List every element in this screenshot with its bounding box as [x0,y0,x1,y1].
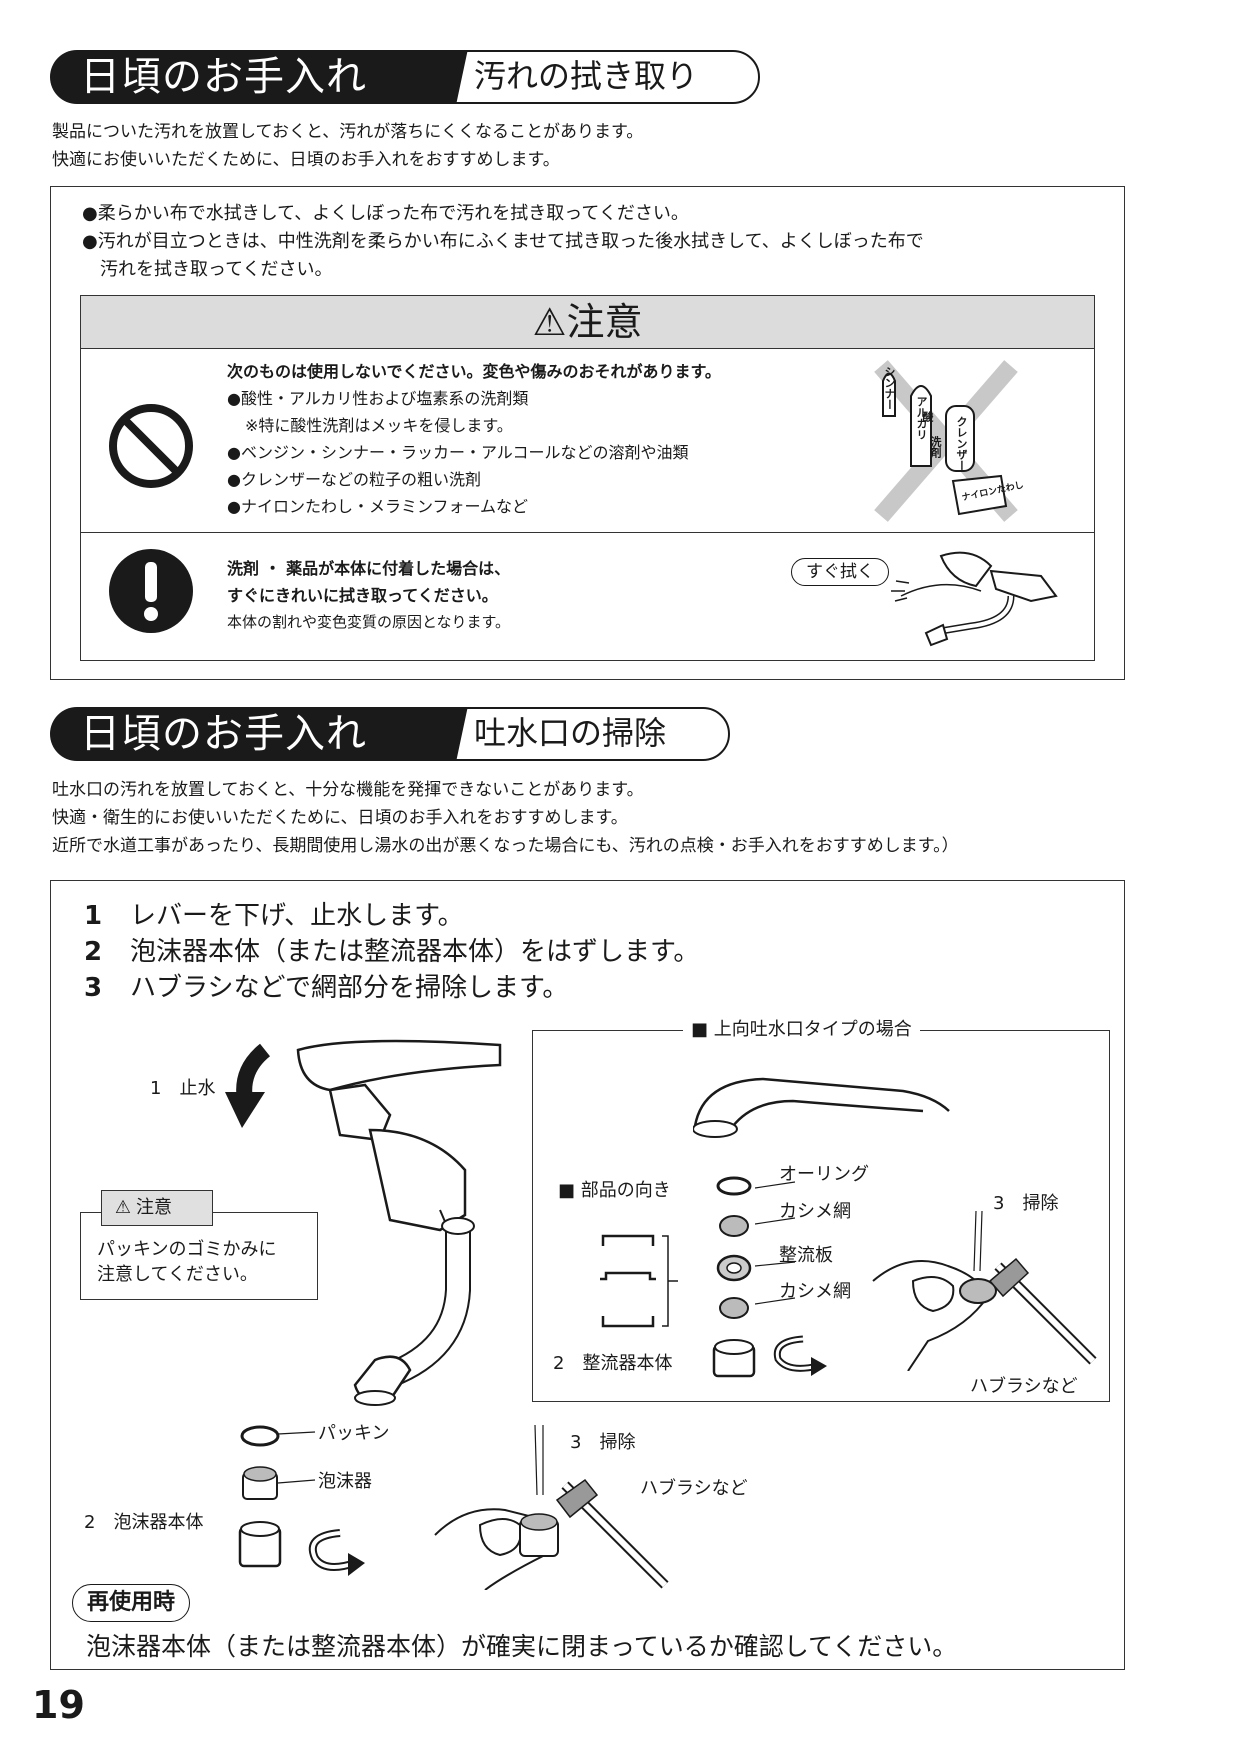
clean-label: 3 掃除 [570,1432,636,1453]
aerator-body-label: 2 泡沫器本体 [84,1512,204,1533]
section2-title: 日頃のお手入れ [50,707,462,761]
upward-spout-illustration [693,1077,950,1138]
packing-caution-tag: ⚠注意 [101,1190,213,1226]
step-2: 2 泡沫器本体（または整流器本体）をはずします。 [84,934,699,970]
caution-line: パッキンのゴミかみに [97,1239,277,1260]
step-3: 3 ハブラシなどで網部分を掃除します。 [84,970,568,1006]
section1-header: 日頃のお手入れ 汚れの拭き取り [50,50,760,104]
rectifier-parts-illustration [712,1176,756,1378]
warning-triangle-icon: ⚠ [114,1197,132,1218]
cleanser-label: クレンザー [955,416,968,471]
step-1: 1 レバーを下げ、止水します。 [84,898,464,934]
prohibition-icon [109,404,193,488]
rectifier-body-label: 2 整流器本体 [553,1353,673,1374]
packing-caution-box: ⚠注意 パッキンのゴミかみに 注意してください。 [80,1190,318,1300]
alkali-label: アルカリ [915,396,928,440]
caution-panel: ⚠注意 次のものは使用しないでください。変色や傷みのおそれがあります。 ●酸性・… [80,295,1095,661]
step-number: 1 [84,901,103,931]
bullet-item: ●柔らかい布で水拭きして、よくしぼった布で汚れを拭き取ってください。 [82,203,689,224]
mesh-label-top: カシメ網 [779,1201,851,1222]
section2-box [50,880,1125,1670]
rectifier-plate-label: 整流板 [779,1245,833,1266]
step-text: 泡沫器本体（または整流器本体）をはずします。 [130,937,700,967]
caution-line: ●ナイロンたわし・メラミンフォームなど [227,497,529,516]
wiping-faucet-illustration [891,551,1058,647]
o-ring-label: オーリング [779,1164,869,1185]
caution-line: すぐにきれいに拭き取ってください。 [227,586,498,605]
aerator-parts-illustration [238,1425,365,1576]
reuse-badge: 再使用時 [72,1584,191,1622]
caution-row1-text: 次のものは使用しないでください。変色や傷みのおそれがあります。 ●酸性・アルカリ… [227,358,721,520]
leader-lines [755,1181,795,1305]
intro-line: 吐水口の汚れを放置しておくと、十分な機能を発揮できないことがあります。 [52,780,644,800]
mesh-label-bottom: カシメ網 [779,1281,851,1302]
wipe-immediately-label: すぐ拭く [791,558,889,586]
caution-line: 注意してください。 [97,1264,258,1285]
caution-title: ⚠注意 [532,300,643,344]
caution-line: ●酸性・アルカリ性および塩素系の洗剤類 [227,389,529,408]
section2-intro: 吐水口の汚れを放置しておくと、十分な機能を発揮できないことがあります。 快適・衛… [52,776,959,860]
prohibited-cleaners-illustration [874,360,1018,522]
intro-line: 製品についた汚れを放置しておくと、汚れが落ちにくくなることがあります。 [52,122,644,142]
orientation-label: ■ 部品の向き [558,1180,671,1201]
bullet-item: 汚れを拭き取ってください。 [100,259,333,280]
step-number: 2 [84,937,103,967]
inset-brush-label: ハブラシなど [970,1376,1078,1398]
caution-tag-label: 注意 [136,1197,172,1218]
caution-line: 本体の割れや変色変質の原因となります。 [227,613,511,631]
brush-cleaning-illustration [434,1425,669,1590]
packing-caution-text: パッキンのゴミかみに 注意してください。 [97,1237,276,1287]
section2-header: 日頃のお手入れ 吐水口の掃除 [50,707,760,761]
inset-brush-cleaning-illustration [872,1211,1097,1371]
section2-subtitle: 吐水口の掃除 [448,707,730,761]
bullet-list: ●柔らかい布で水拭きして、よくしぼった布で汚れを拭き取ってください。 ●汚れが目… [82,200,924,284]
step-text: レバーを下げ、止水します。 [130,901,464,931]
rotate-arrow-icon [773,1335,827,1376]
section1-box [50,186,1125,680]
reuse-instruction: 泡沫器本体（または整流器本体）が確実に閉まっているか確認してください。 [86,1632,958,1661]
acid-label: 酸 [921,411,934,422]
stop-water-label: 1 止水 [150,1078,216,1099]
caution-line: ●クレンザーなどの粒子の粗い洗剤 [227,470,481,489]
intro-line: 快適・衛生的にお使いいただくために、日頃のお手入れをおすすめします。 [52,808,628,828]
section1-intro: 製品についた汚れを放置しておくと、汚れが落ちにくくなることがあります。 快適にお… [52,118,643,174]
caution-line: 次のものは使用しないでください。変色や傷みのおそれがあります。 [227,362,721,381]
inset-title: ■ 上向吐水口タイプの場合 [683,1017,920,1043]
aerator-label: 泡沫器 [318,1471,372,1492]
intro-line: 快適にお使いいただくために、日頃のお手入れをおすすめします。 [52,150,560,170]
bullet-item: ●汚れが目立つときは、中性洗剤を柔らかい布にふくませて拭き取った後水拭きして、よ… [82,231,924,252]
caution-row2-text: 洗剤 ・ 薬品が本体に付着した場合は、 すぐにきれいに拭き取ってください。 本体… [227,555,510,636]
faucet-lever-illustration [225,1039,502,1406]
mandatory-action-icon [109,549,193,633]
caution-header: ⚠注意 [81,296,1094,349]
thinner-label: シンナー [883,366,896,410]
upward-spout-inset: ■ 上向吐水口タイプの場合 ■ 部品の向き オーリング カシメ網 整流板 カシメ… [532,1017,1110,1402]
divider [81,532,1094,533]
step-text: ハブラシなどで網部分を掃除します。 [130,973,569,1003]
caution-line: ●ベンジン・シンナー・ラッカー・アルコールなどの溶剤や油類 [227,443,689,462]
intro-line: 近所で水道工事があったり、長期間使用し湯水の出が悪くなった場合にも、汚れの点検・… [52,836,959,856]
brush-label: ハブラシなど [640,1478,748,1499]
parts-orientation-diagram [600,1234,678,1328]
section1-title: 日頃のお手入れ [50,50,462,104]
inset-clean-label: 3 掃除 [993,1193,1059,1214]
packing-label: パッキン [318,1423,390,1444]
detergent-label: 洗剤 [929,436,942,458]
caution-line: ※特に酸性洗剤はメッキを侵します。 [245,416,513,435]
page-number: 19 [32,1683,85,1727]
section1-subtitle: 汚れの拭き取り [448,50,760,104]
caution-line: 洗剤 ・ 薬品が本体に付着した場合は、 [227,559,511,578]
step-number: 3 [84,973,103,1003]
